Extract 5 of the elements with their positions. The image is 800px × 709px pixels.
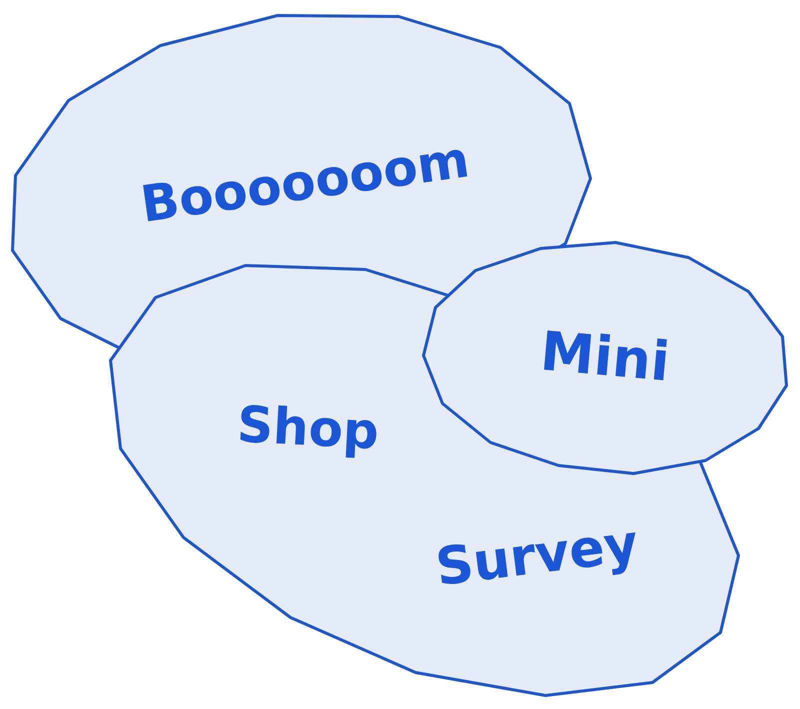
shape-label: Shop (236, 399, 380, 457)
shape-label: Survey (433, 518, 641, 594)
polygon-shape (422, 240, 788, 474)
shape-label: Mini (538, 324, 672, 390)
shape-label: Booooooom (138, 134, 472, 230)
